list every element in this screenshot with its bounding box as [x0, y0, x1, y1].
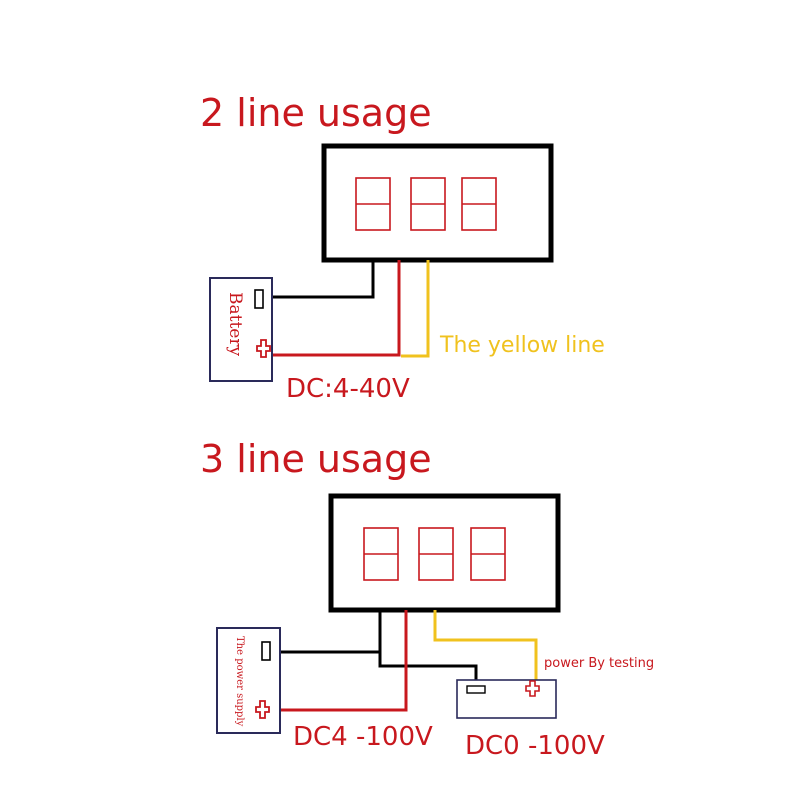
three-line-display-module — [328, 493, 561, 613]
digit-3 — [461, 177, 497, 231]
digit-1 — [355, 177, 391, 231]
three-line-title: 3 line usage — [200, 437, 432, 481]
battery: Battery — [209, 277, 273, 382]
testing-label: power By testing — [544, 656, 654, 671]
display-frame — [321, 143, 554, 263]
display-frame — [328, 493, 561, 613]
two-line-title: 2 line usage — [200, 91, 432, 135]
yellow-line-label: The yellow line — [439, 333, 605, 358]
plus-terminal-icon — [255, 700, 270, 719]
plus-terminal-icon — [256, 339, 271, 358]
testing-voltage: DC0 -100V — [465, 731, 605, 761]
supply-voltage: DC4 -100V — [293, 722, 433, 752]
minus-terminal-icon — [466, 685, 486, 694]
digit-2 — [418, 527, 454, 581]
digit-1 — [363, 527, 399, 581]
black-wire — [272, 260, 375, 299]
digit-2 — [410, 177, 446, 231]
power-supply-label: The power supply — [234, 636, 245, 727]
minus-terminal-icon — [261, 641, 271, 661]
red-wire — [280, 610, 408, 712]
two-line-voltage: DC:4-40V — [286, 374, 410, 404]
red-wire — [272, 260, 401, 357]
yellow-wire — [401, 260, 430, 358]
digit-3 — [470, 527, 506, 581]
battery-label: Battery — [225, 292, 245, 356]
power-supply: The power supply — [216, 627, 281, 734]
two-line-display-module — [321, 143, 554, 263]
black-wire-tested — [378, 652, 478, 682]
minus-terminal-icon — [254, 289, 264, 309]
tested-supply — [456, 679, 557, 719]
black-wire-supply — [280, 610, 382, 654]
plus-terminal-icon — [525, 680, 540, 697]
yellow-wire — [433, 610, 538, 682]
